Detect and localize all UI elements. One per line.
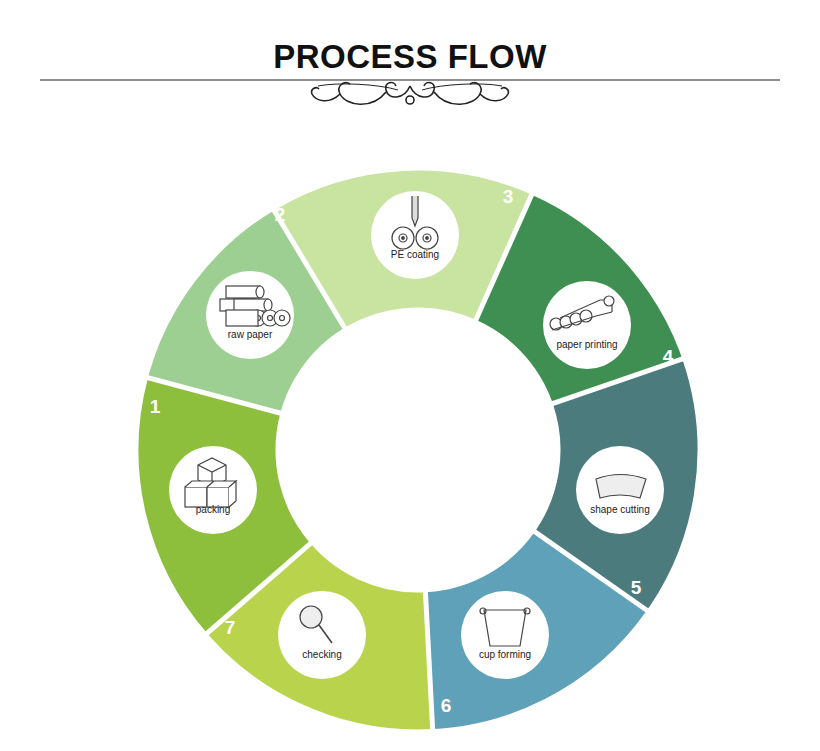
stage-circle: paper printing — [545, 283, 629, 367]
stage-halo — [453, 583, 557, 687]
callout-number: 7 — [225, 617, 236, 639]
boxes-icon — [185, 458, 236, 507]
callout-number: 1 — [150, 396, 161, 418]
stage-halo — [270, 583, 374, 687]
stage-disc — [576, 446, 664, 534]
stage-label: checking — [302, 649, 341, 660]
stage-disc — [169, 446, 257, 534]
callout-number: 4 — [663, 346, 674, 368]
process-ring — [136, 168, 700, 732]
stage-halo — [363, 183, 467, 287]
stage-disc — [543, 281, 631, 369]
stage-label: cup forming — [479, 649, 531, 660]
cup-icon — [480, 608, 530, 646]
stage-band — [136, 377, 312, 635]
stage-circle: checking — [280, 593, 364, 677]
stage-halo — [161, 438, 265, 542]
stage-label: paper printing — [556, 339, 617, 350]
stage-circle: PE coating — [373, 193, 457, 277]
stage-circle: shape cutting — [578, 448, 662, 532]
stage-disc — [461, 591, 549, 679]
stage-band — [413, 530, 649, 732]
printing-press-icon — [550, 296, 614, 330]
callout-number: 2 — [275, 204, 286, 226]
stage-label: PE coating — [391, 249, 439, 260]
title-ornament — [40, 80, 780, 104]
ring-centre — [280, 312, 556, 588]
stage-label: raw paper — [228, 329, 272, 340]
cup-blank-icon — [596, 475, 646, 499]
stage-icons — [185, 196, 646, 646]
callout-number: 5 — [631, 577, 642, 599]
stage-circle: raw paper — [208, 273, 292, 357]
stage-label: shape cutting — [590, 504, 650, 515]
diagram-title: PROCESS FLOW — [265, 38, 555, 75]
callout-number: 6 — [441, 695, 452, 717]
stage-disc — [206, 271, 294, 359]
stage-label: packing — [196, 504, 230, 515]
stage-disc — [278, 591, 366, 679]
stage-disc — [371, 191, 459, 279]
coating-rollers-icon — [392, 196, 438, 249]
title-bar: PROCESS FLOW — [0, 38, 820, 76]
stage-halo — [198, 263, 302, 367]
callout-number: 3 — [503, 186, 514, 208]
stage-halo — [568, 438, 672, 542]
stage-circle: packing — [171, 448, 255, 532]
magnifier-icon — [300, 606, 332, 643]
paper-rolls-icon — [220, 286, 290, 326]
stage-circle: cup forming — [463, 593, 547, 677]
stage-halo — [535, 273, 639, 377]
